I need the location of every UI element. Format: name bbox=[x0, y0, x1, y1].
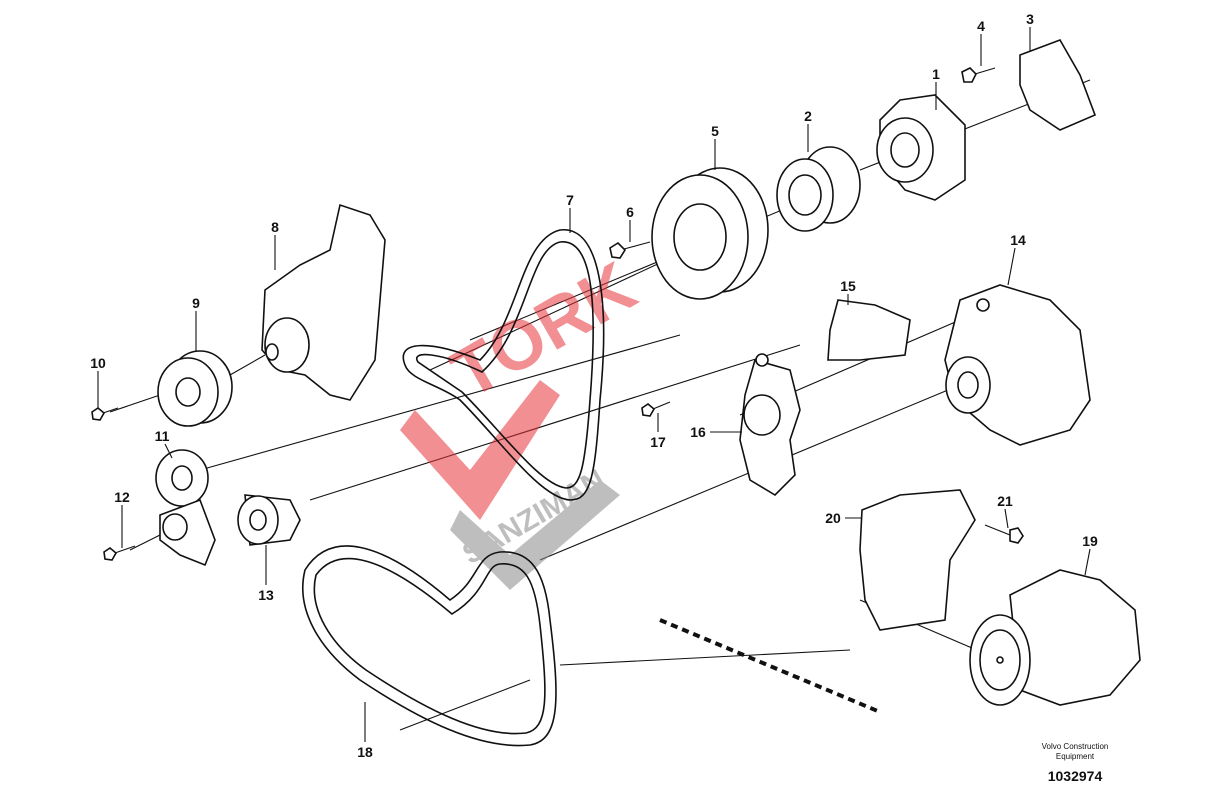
callout-leaders bbox=[97, 27, 1091, 742]
callout-16: 16 bbox=[690, 424, 706, 440]
callout-13: 13 bbox=[258, 587, 274, 603]
callout-10: 10 bbox=[90, 355, 106, 371]
publisher-credit: Volvo Construction Equipment bbox=[1030, 742, 1120, 762]
part-12-bolt bbox=[103, 545, 136, 561]
credit-line-2: Equipment bbox=[1055, 752, 1095, 761]
part-16-tensioner bbox=[739, 353, 801, 497]
part-2-bearing bbox=[776, 146, 861, 232]
callout-9: 9 bbox=[192, 295, 200, 311]
part-15-bracket bbox=[827, 299, 911, 361]
watermark-chevron-red bbox=[400, 380, 560, 520]
callout-4: 4 bbox=[977, 18, 985, 34]
part-18-belt bbox=[302, 545, 557, 747]
part-6-bolt bbox=[609, 241, 651, 259]
callouts: 1 2 3 4 5 6 7 8 9 10 11 12 13 14 15 16 1… bbox=[90, 11, 1098, 760]
part-14-alternator bbox=[944, 284, 1091, 446]
callout-1: 1 bbox=[932, 66, 940, 82]
part-11-tensioner bbox=[155, 449, 216, 567]
callout-20: 20 bbox=[825, 510, 841, 526]
callout-7: 7 bbox=[566, 192, 574, 208]
part-5-pulley bbox=[651, 167, 769, 300]
callout-18: 18 bbox=[357, 744, 373, 760]
part-1-hub bbox=[876, 94, 966, 201]
credit-line-1: Volvo Construction bbox=[1041, 742, 1109, 751]
part-21-bolt bbox=[984, 524, 1024, 544]
callout-5: 5 bbox=[711, 123, 719, 139]
callout-6: 6 bbox=[626, 204, 634, 220]
document-number: 1032974 bbox=[1047, 768, 1103, 784]
callout-12: 12 bbox=[114, 489, 130, 505]
watermark-chevron-gray bbox=[450, 480, 620, 590]
part-4-bolt bbox=[961, 67, 996, 83]
part-10-bolt bbox=[91, 407, 119, 421]
callout-15: 15 bbox=[840, 278, 856, 294]
part-20-bracket bbox=[859, 489, 976, 631]
callout-14: 14 bbox=[1010, 232, 1026, 248]
callout-3: 3 bbox=[1026, 11, 1034, 27]
callout-8: 8 bbox=[271, 219, 279, 235]
callout-2: 2 bbox=[804, 108, 812, 124]
part-7-belt bbox=[402, 229, 605, 501]
part-19-compressor bbox=[969, 569, 1141, 706]
callout-17: 17 bbox=[650, 434, 666, 450]
callout-11: 11 bbox=[155, 428, 170, 444]
part-17-bolt bbox=[641, 401, 671, 417]
part-18-belt-inner bbox=[313, 557, 546, 735]
part-8-water-pump bbox=[261, 203, 386, 401]
part-7-belt-inner bbox=[415, 241, 594, 489]
part-13-idler bbox=[237, 494, 301, 546]
dashed-connection-line bbox=[659, 618, 881, 714]
callout-19: 19 bbox=[1082, 533, 1098, 549]
part-3-bracket bbox=[1019, 39, 1097, 131]
part-9-idler-pulley bbox=[157, 350, 233, 427]
callout-21: 21 bbox=[997, 493, 1013, 509]
